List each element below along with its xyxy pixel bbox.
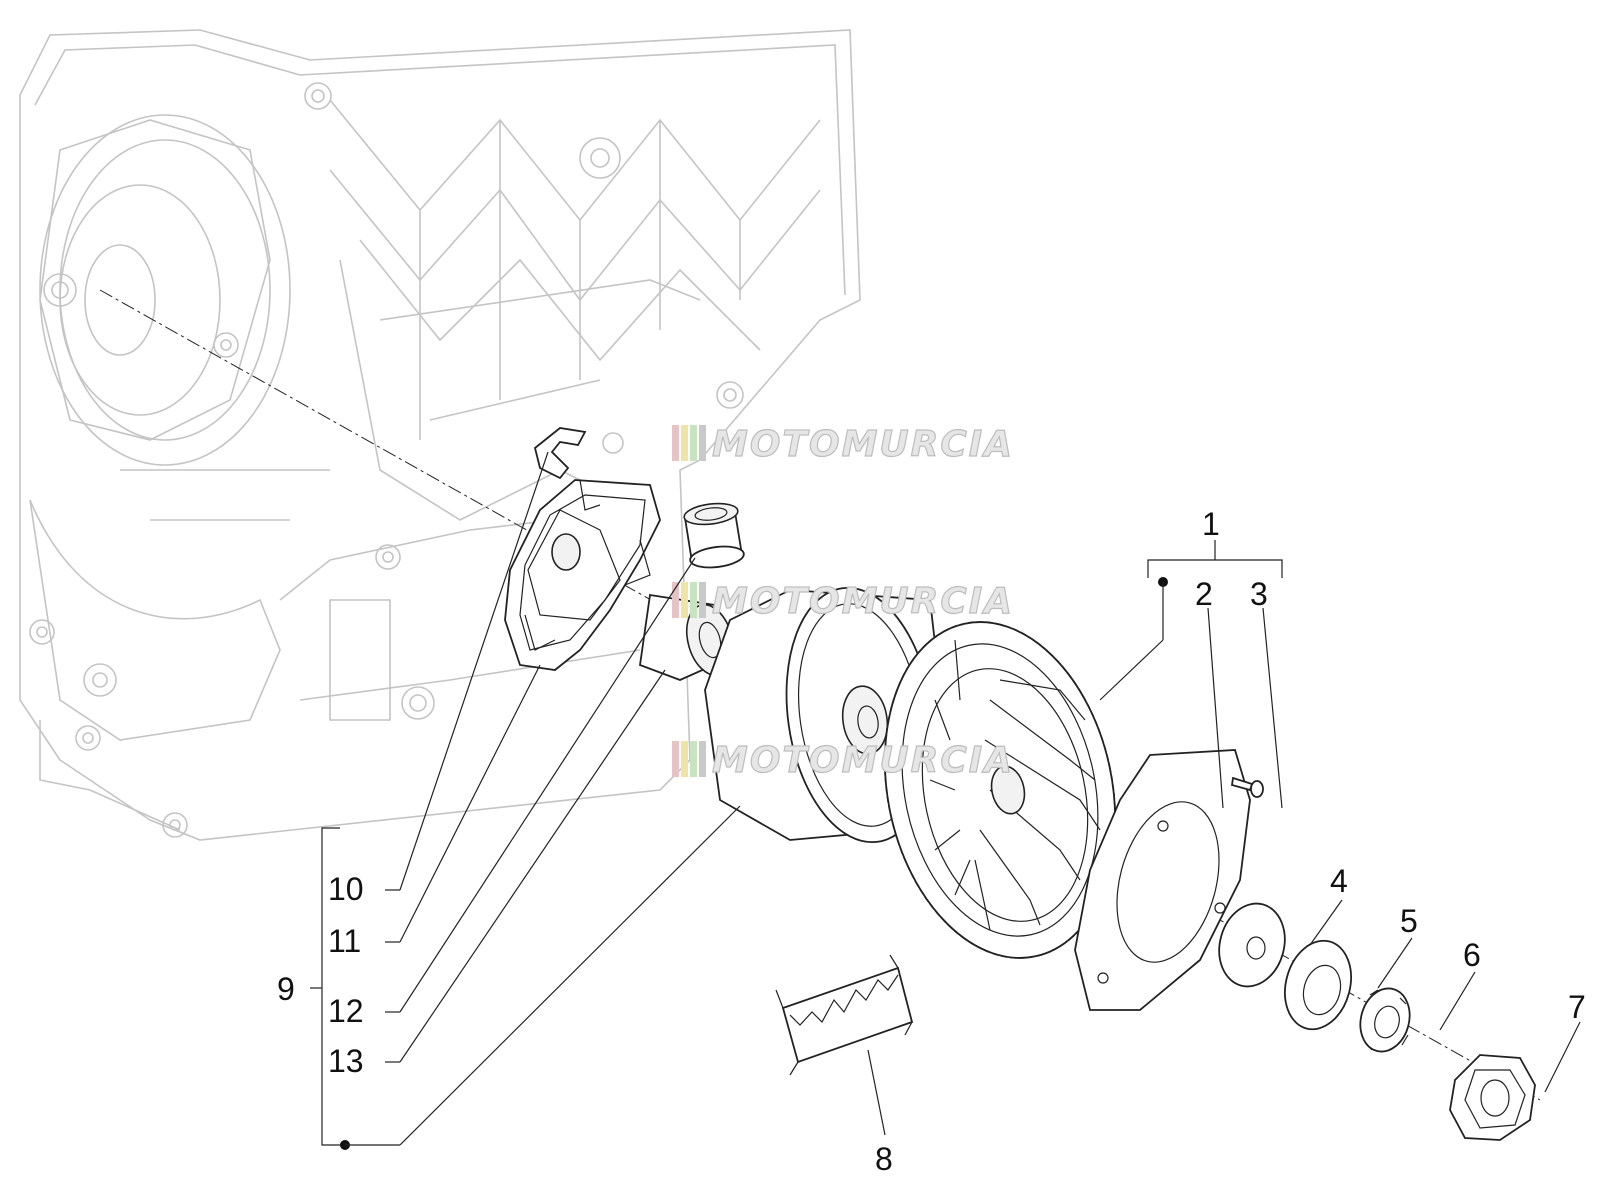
ramp-plate-part — [504, 479, 661, 671]
callout-12: 12 — [328, 993, 364, 1029]
watermark-text-3: MOTOMURCIA — [712, 740, 1014, 781]
callout-10: 10 — [328, 871, 364, 907]
lock-washer-part — [1359, 987, 1411, 1053]
callout-4: 4 — [1330, 863, 1348, 899]
watermark-text-1: MOTOMURCIA — [712, 424, 1014, 465]
spring-washer-part — [1284, 939, 1352, 1031]
callout-11: 11 — [328, 923, 361, 959]
watermark-logo-3: MOTOMURCIA — [672, 739, 1014, 782]
screw-part — [1230, 776, 1264, 798]
callout-1: 1 — [1202, 506, 1220, 542]
callout-2: 2 — [1195, 576, 1213, 612]
drive-belt-part — [775, 954, 914, 1076]
callout-9: 9 — [277, 971, 295, 1007]
flange-nut-part — [1449, 1054, 1536, 1141]
callout-6: 6 — [1463, 937, 1481, 973]
watermark-logo-1: MOTOMURCIA — [672, 423, 1014, 466]
callout-3: 3 — [1250, 576, 1268, 612]
callout-7: 7 — [1568, 989, 1586, 1025]
washer-part — [1218, 902, 1286, 988]
retaining-clip-part — [533, 427, 587, 480]
leader-lines — [310, 451, 1581, 1150]
crankcase-housing — [19, 29, 861, 841]
watermark-logo-2: MOTOMURCIA — [672, 580, 1014, 623]
watermark-text-2: MOTOMURCIA — [712, 581, 1014, 622]
callout-labels: 1 2 3 4 5 6 7 8 9 10 11 12 13 — [277, 506, 1586, 1177]
callout-8: 8 — [875, 1141, 893, 1177]
fan-pulley-part — [883, 621, 1117, 959]
callout-13: 13 — [328, 1043, 364, 1079]
callout-5: 5 — [1400, 903, 1418, 939]
bushing-part — [683, 502, 745, 569]
